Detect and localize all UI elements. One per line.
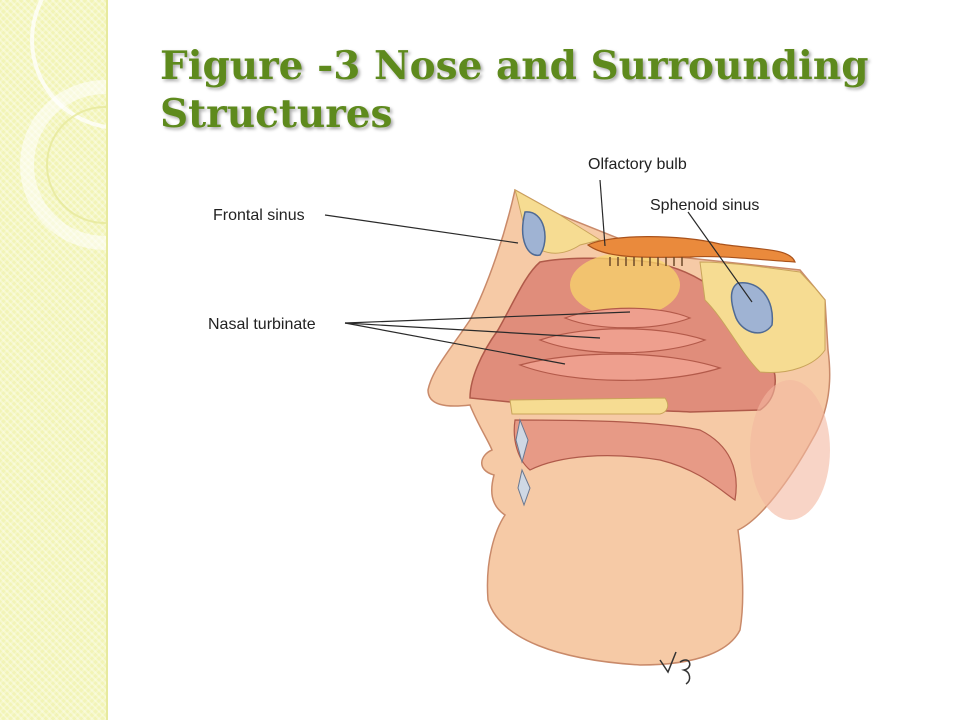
olfactory-region-glow bbox=[570, 253, 680, 317]
decorative-circles bbox=[20, 0, 106, 250]
leader-lines bbox=[324, 179, 753, 365]
nose-anatomy-diagram: Frontal sinus Nasal turbinate Olfactory … bbox=[208, 156, 831, 685]
label-sphenoid-sinus: Sphenoid sinus bbox=[650, 197, 759, 214]
olfactory-bulb bbox=[586, 236, 796, 263]
turbinate-inferior bbox=[518, 353, 722, 381]
label-olfactory-bulb: Olfactory bulb bbox=[588, 156, 687, 173]
hard-palate bbox=[509, 397, 669, 415]
lower-teeth bbox=[517, 468, 531, 507]
sphenoid-sinus bbox=[730, 282, 774, 334]
turbinate-middle bbox=[538, 328, 707, 354]
artist-signature bbox=[659, 651, 691, 685]
label-frontal-sinus: Frontal sinus bbox=[213, 207, 305, 224]
label-nasal-turbinate: Nasal turbinate bbox=[208, 316, 316, 333]
slide-title-line2: Structures bbox=[160, 91, 393, 137]
cribriform-plate bbox=[609, 257, 683, 266]
decorative-side-band bbox=[0, 0, 108, 720]
pharynx-shading bbox=[750, 380, 830, 520]
frontal-sinus bbox=[521, 211, 546, 256]
slide-title-line1: Figure -3 Nose and Surrounding bbox=[160, 43, 869, 89]
oral-cavity bbox=[513, 419, 737, 502]
slide-title: Figure -3 Nose and Surrounding Structure… bbox=[160, 42, 920, 138]
upper-teeth bbox=[515, 418, 529, 464]
